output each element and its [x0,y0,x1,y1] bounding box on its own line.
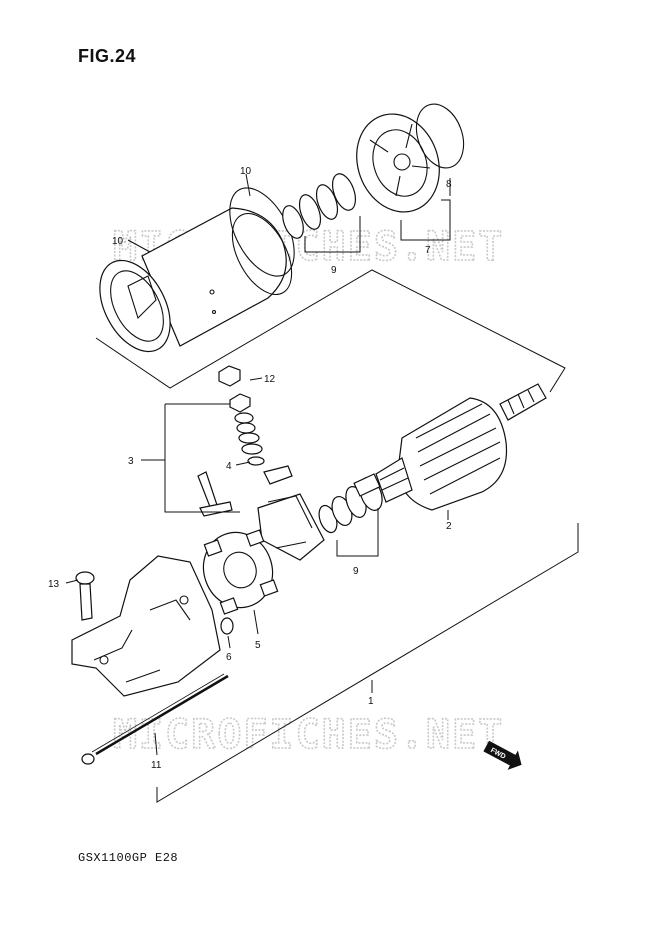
washer-set-9-top [282,173,357,239]
callout-9-top: 9 [331,265,337,276]
assembly-bracket-upper [95,269,566,393]
callout-2: 2 [446,521,452,532]
brush-set-5 [202,529,279,615]
o-ring-8 [415,103,465,169]
bearing-6 [220,617,234,635]
callout-leader-lines [65,173,451,756]
brush-holder-plate [257,493,325,561]
callout-4: 4 [226,461,232,472]
callout-3: 3 [128,456,134,467]
callout-1: 1 [368,696,374,707]
model-code: GSX1100GP E28 [78,851,179,865]
callout-9-bottom: 9 [353,566,359,577]
callout-7: 7 [425,245,431,256]
figure-title: FIG.24 [78,46,137,66]
front-housing-bracket [71,555,221,697]
assembly-bracket-lower [156,523,579,803]
terminal-bolt-stack-3 [197,393,293,517]
screw-13 [75,571,95,621]
end-cover-7 [356,113,440,213]
callout-6: 6 [226,652,232,663]
starter-yoke-housing [99,207,293,353]
callout-5: 5 [255,640,261,651]
callout-12: 12 [264,374,276,385]
armature-2 [353,383,547,511]
callout-10-left: 10 [112,236,124,247]
callout-11: 11 [151,760,162,771]
nut-12 [218,365,241,387]
callout-13: 13 [48,579,60,590]
watermark-bottom: MICROFICHES.NET [113,712,504,758]
callout-10-top: 10 [240,166,252,177]
through-bolt-11 [81,673,229,765]
callout-8: 8 [446,179,452,190]
